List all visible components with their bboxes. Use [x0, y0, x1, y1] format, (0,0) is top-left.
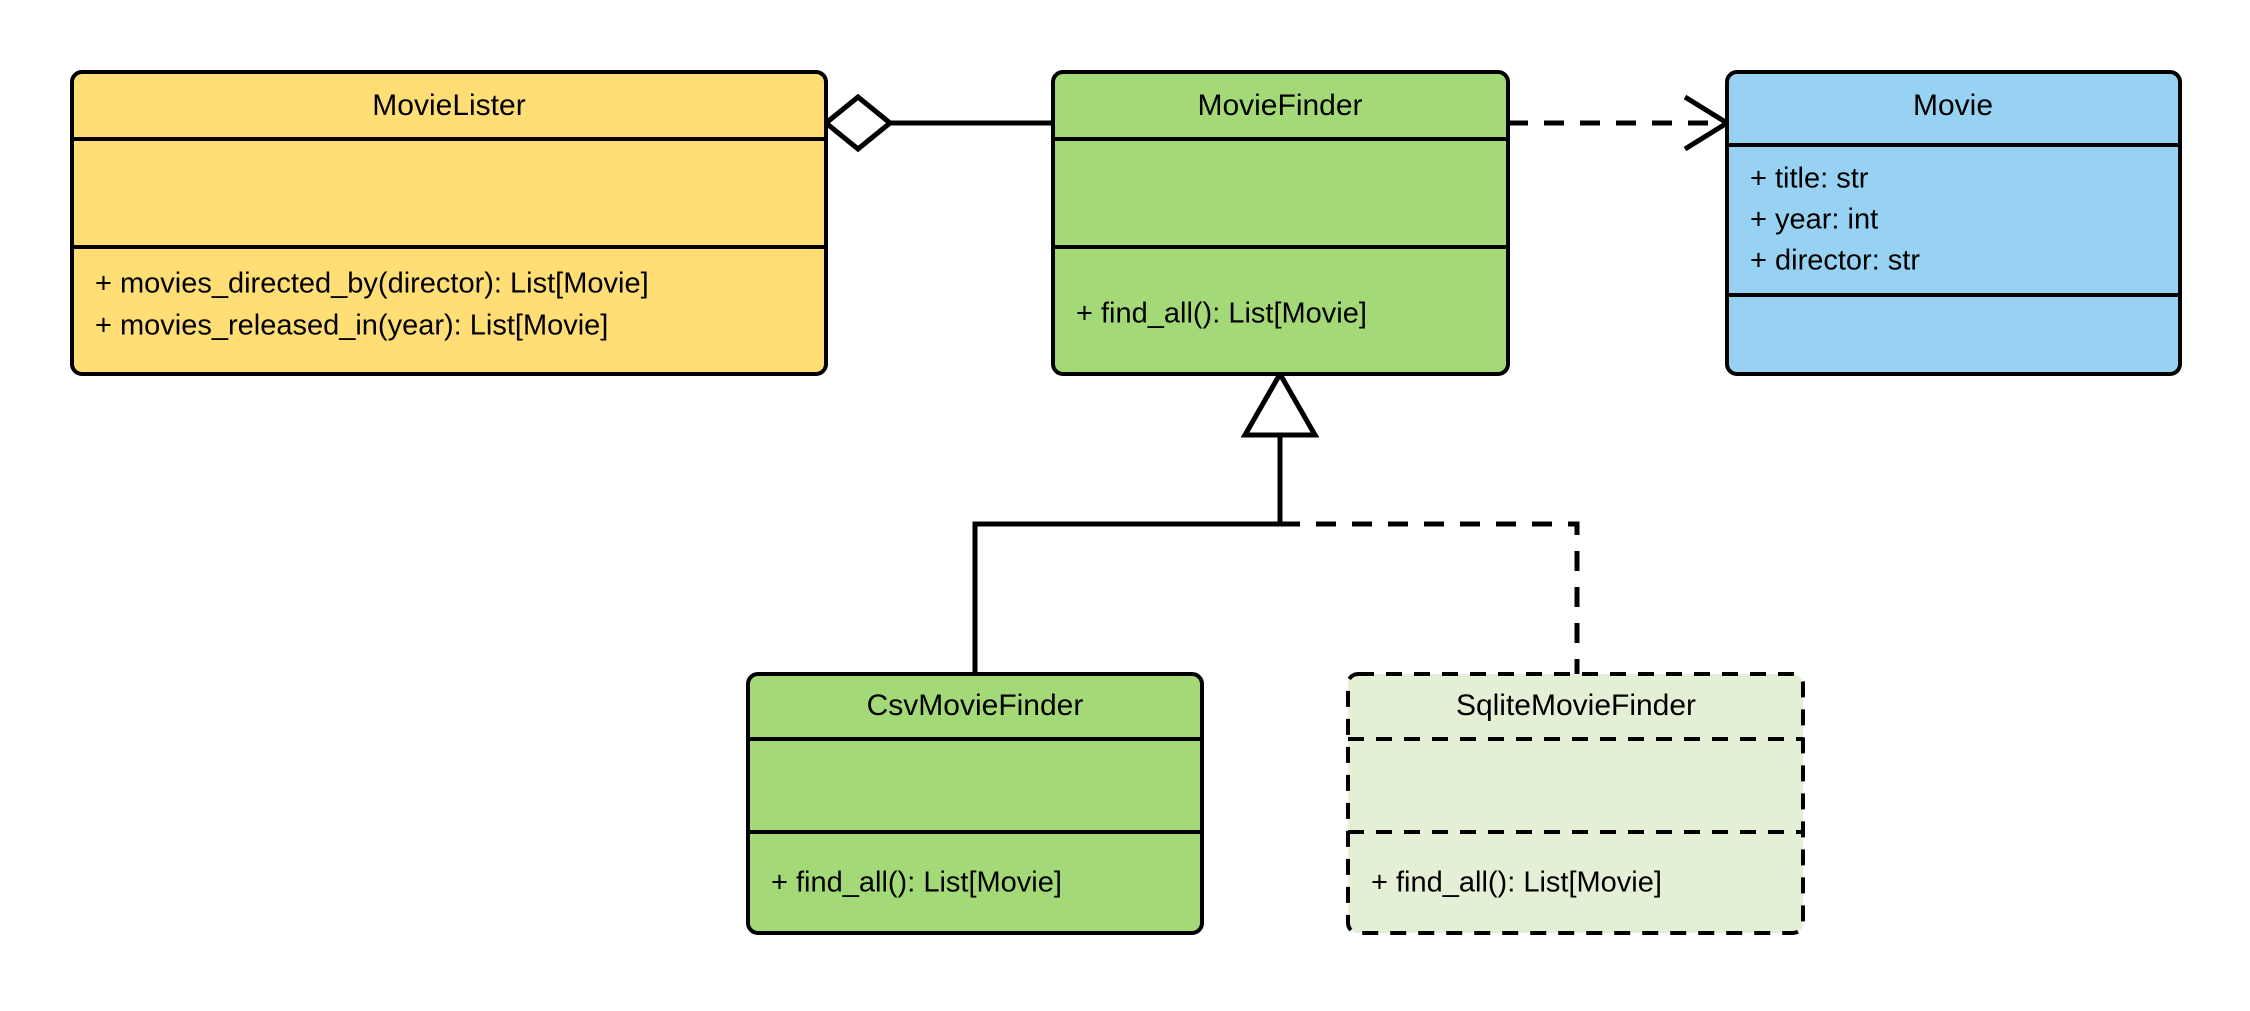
movie-attribute-2: + director: str — [1750, 245, 1920, 277]
movie-lister-method-1: + movies_released_in(year): List[Movie] — [95, 310, 608, 342]
movie-lister-title: MovieLister — [372, 89, 525, 122]
movie-lister-method-0: + movies_directed_by(director): List[Mov… — [95, 268, 649, 300]
relationship-dependency-finder-movie[interactable] — [1508, 94, 1732, 152]
class-box-csv-movie-finder[interactable]: CsvMovieFinder + find_all(): List[Movie] — [746, 672, 1204, 935]
class-box-movie-lister[interactable]: MovieLister + movies_directed_by(directo… — [70, 70, 828, 376]
hollow-diamond-marker — [822, 93, 894, 153]
class-box-movie[interactable]: Movie + title: str + year: int + directo… — [1725, 70, 2182, 376]
generalization-line-sqlite — [1280, 521, 1580, 674]
movie-attribute-1: + year: int — [1750, 204, 1878, 236]
sqlite-movie-finder-title: SqliteMovieFinder — [1456, 689, 1696, 722]
relationship-aggregation-lister-finder[interactable] — [822, 93, 1053, 153]
movie-attribute-0: + title: str — [1750, 163, 1869, 195]
csv-movie-finder-title: CsvMovieFinder — [867, 689, 1084, 722]
movie-body — [1725, 70, 2182, 376]
class-box-sqlite-movie-finder[interactable]: SqliteMovieFinder + find_all(): List[Mov… — [1346, 672, 1805, 935]
movie-lister-body — [70, 70, 828, 376]
movie-finder-body — [1051, 70, 1510, 376]
generalization-triangle-marker — [1240, 368, 1320, 438]
generalization-line-csv — [972, 406, 1283, 674]
movie-finder-method-0: + find_all(): List[Movie] — [1076, 298, 1367, 330]
movie-title: Movie — [1913, 89, 1993, 122]
relationship-generalization-sqlite-finder[interactable] — [1280, 521, 1580, 674]
csv-movie-finder-method-0: + find_all(): List[Movie] — [771, 867, 1062, 899]
sqlite-movie-finder-method-0: + find_all(): List[Movie] — [1371, 867, 1662, 899]
relationship-generalization-csv-finder[interactable] — [972, 406, 1283, 674]
hollow-triangle-icon — [1240, 368, 1320, 438]
class-box-movie-finder[interactable]: MovieFinder + find_all(): List[Movie] — [1051, 70, 1510, 376]
movie-finder-title: MovieFinder — [1197, 89, 1362, 122]
